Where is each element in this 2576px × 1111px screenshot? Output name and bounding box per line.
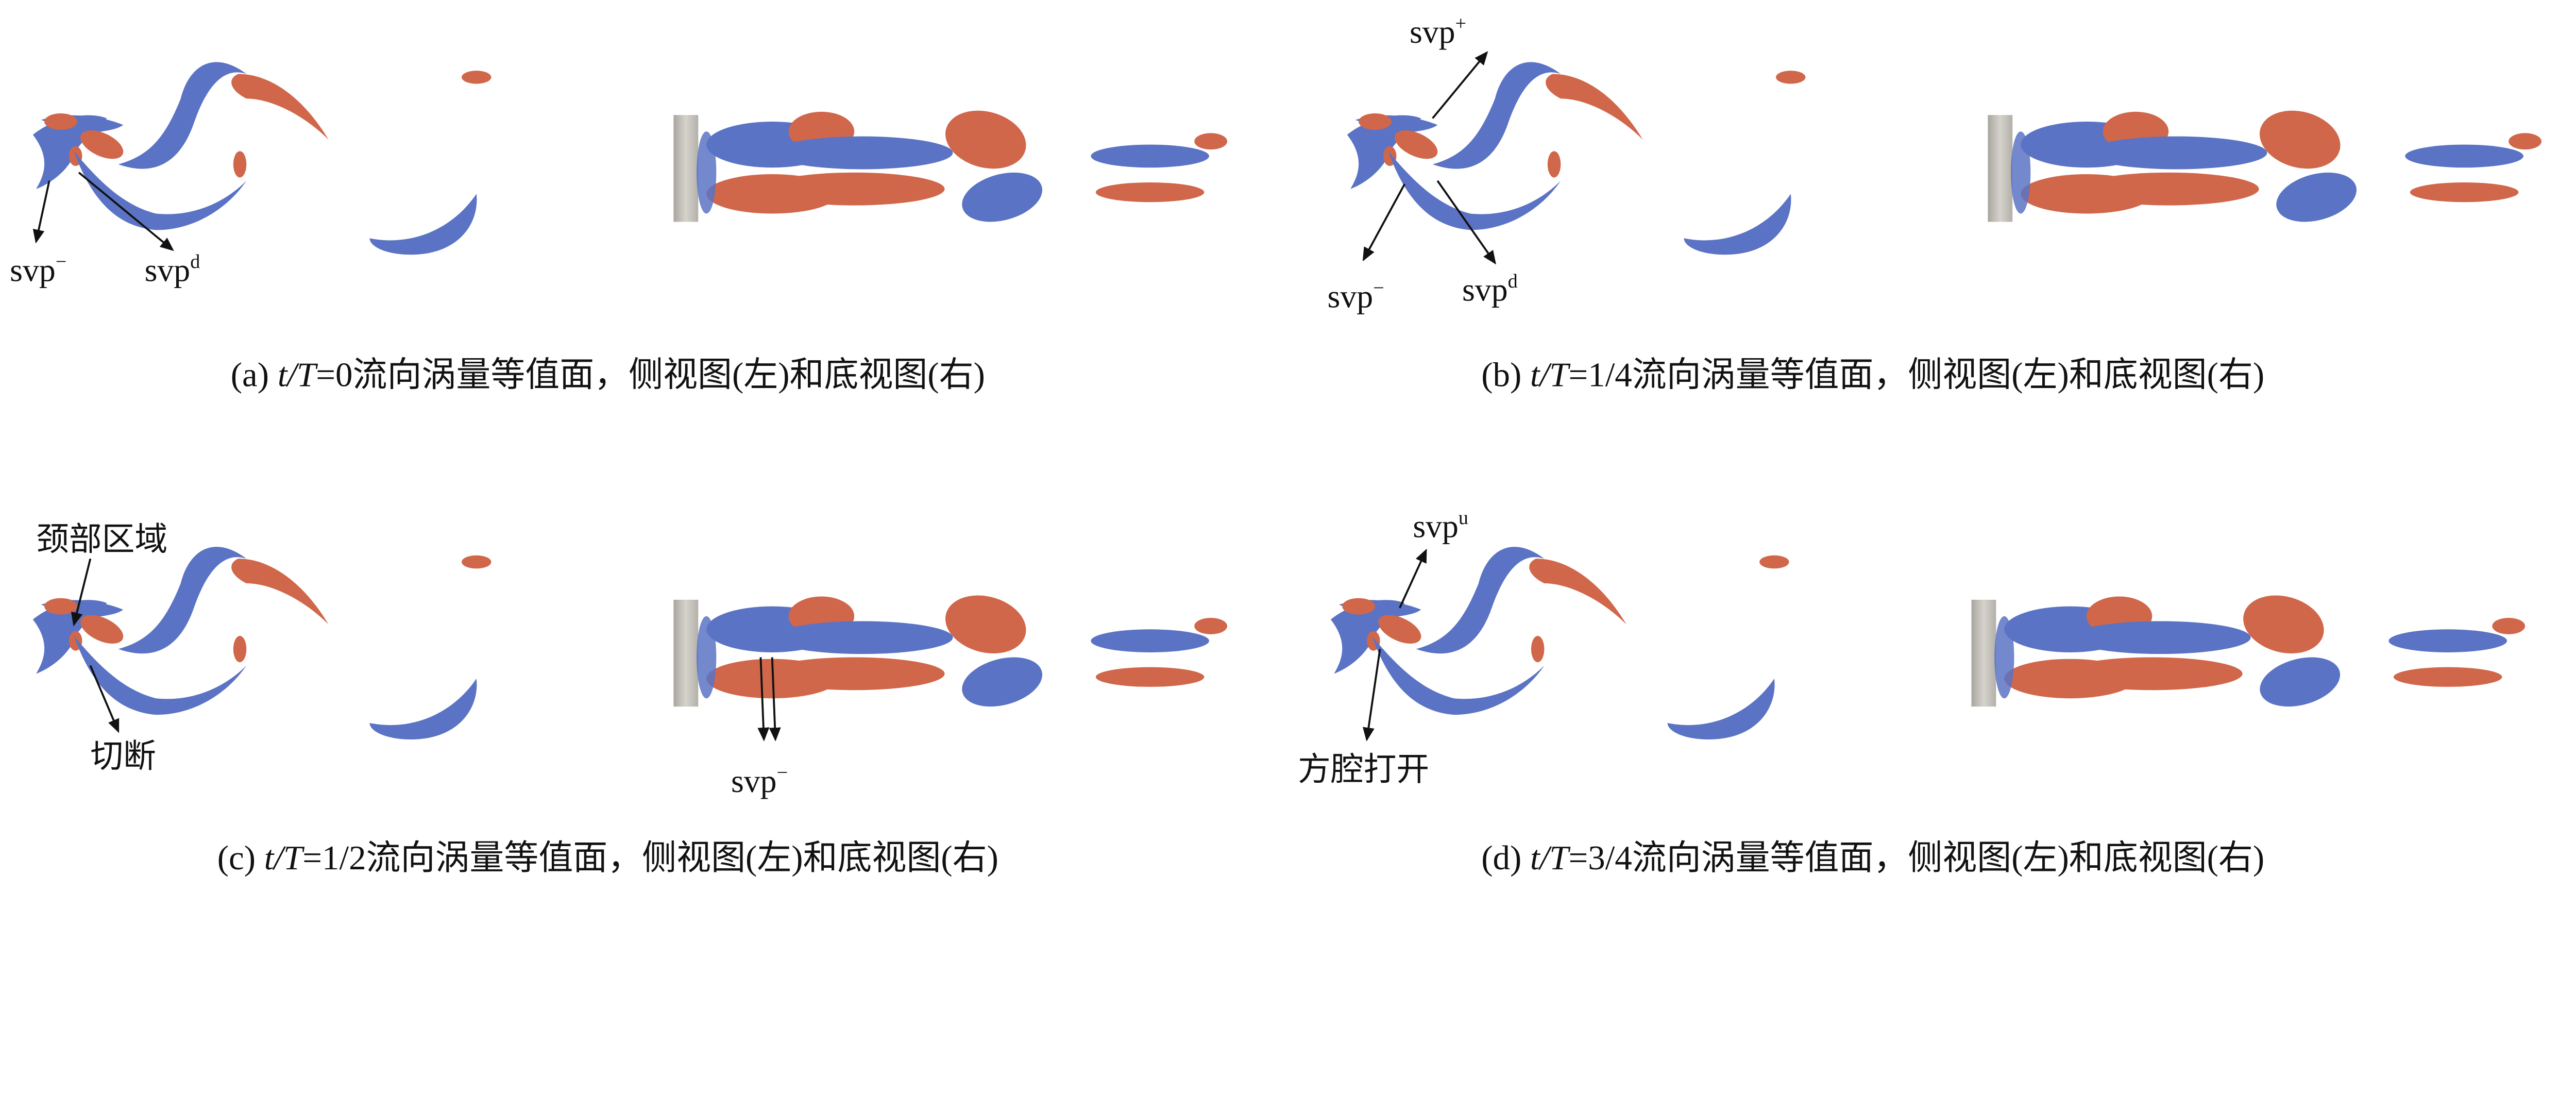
caption-b: (b) t/T=1/4流向涡量等值面，侧视图(左)和底视图(右) — [1481, 356, 2264, 394]
figure: svp− svpd (a) t/T=0流向涡量等值面，侧视图(左)和底视图(右)… — [10, 12, 2542, 877]
panel-c: 颈部区域 切断 svp− (c) t/T=1/2流向涡量等值面，侧视图(左)和底… — [32, 521, 1228, 877]
label-svp-minus: svp− — [1328, 277, 1384, 315]
caption-c: (c) t/T=1/2流向涡量等值面，侧视图(左)和底视图(右) — [217, 839, 998, 877]
label-svp-minus: svp− — [731, 762, 788, 799]
label-svp-d: svpd — [145, 251, 200, 289]
label-svp-d: svpd — [1462, 271, 1518, 308]
label-cut-off: 切断 — [90, 738, 156, 775]
panel-d: svpu 方腔打开 (d) t/T=3/4流向涡量等值面，侧视图(左)和底视图(… — [1298, 507, 2526, 877]
label-neck-region: 颈部区域 — [36, 521, 167, 558]
label-svp-minus: svp− — [10, 251, 66, 289]
side-view-vortex-isosurface — [32, 62, 492, 255]
panel-b: svp+ svp− svpd (b) t/T=1/4流向涡量等值面，侧视图(左)… — [1328, 12, 2542, 394]
caption-a: (a) t/T=0流向涡量等值面，侧视图(左)和底视图(右) — [231, 356, 985, 394]
panel-a: svp− svpd (a) t/T=0流向涡量等值面，侧视图(左)和底视图(右) — [10, 62, 1228, 394]
label-svp-u: svpu — [1413, 507, 1468, 545]
label-cavity-open: 方腔打开 — [1298, 751, 1429, 788]
bottom-view-vortex-isosurface — [1988, 102, 2542, 230]
side-view-vortex-isosurface — [32, 547, 492, 739]
label-svp-plus: svp+ — [1410, 12, 1466, 50]
caption-d: (d) t/T=3/4流向涡量等值面，侧视图(左)和底视图(右) — [1481, 839, 2264, 877]
bottom-view-vortex-isosurface — [1971, 586, 2526, 715]
side-view-vortex-isosurface — [1330, 547, 1789, 739]
side-view-vortex-isosurface — [1347, 62, 1806, 255]
bottom-view-vortex-isosurface — [673, 102, 1228, 230]
bottom-view-vortex-isosurface — [673, 586, 1228, 715]
